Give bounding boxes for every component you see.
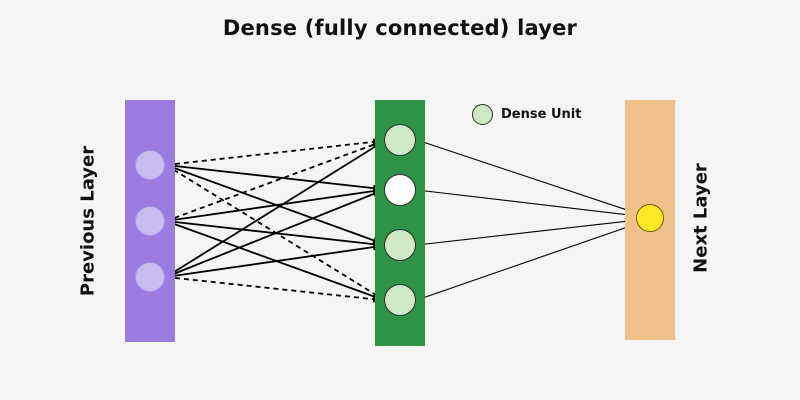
- arrow-p1-g3: [165, 164, 382, 244]
- arrow-p3-g1: [165, 142, 382, 278]
- previous-to-dense-arrows: [165, 138, 382, 303]
- arrow-p3-g3: [165, 243, 382, 278]
- arrow-p2-g3: [165, 220, 382, 248]
- previous-layer-label: Previous Layer: [77, 145, 99, 297]
- dense-to-next-lines: [416, 139, 640, 301]
- next-layer-label: Next Layer: [690, 163, 712, 273]
- arrow-p1-g2: [165, 164, 382, 192]
- previous-node-3: [135, 262, 165, 292]
- legend: Dense Unit: [472, 104, 581, 125]
- arrow-p1-g4: [165, 164, 382, 299]
- diagram-title: Dense (fully connected) layer: [222, 16, 578, 40]
- arrow-p3-g4: [165, 276, 382, 303]
- dense-node-2-highlighted: [384, 174, 416, 206]
- next-node-1: [636, 204, 664, 232]
- dense-node-3: [384, 229, 416, 261]
- dense-node-4: [384, 284, 416, 316]
- arrow-p2-g1: [165, 141, 382, 222]
- line-g4-y1: [416, 222, 640, 301]
- line-g3-y1: [416, 219, 639, 246]
- legend-label: Dense Unit: [501, 107, 582, 122]
- line-g2-y1: [416, 189, 639, 217]
- dense-unit-swatch-icon: [472, 104, 493, 125]
- line-g1-y1: [416, 139, 640, 215]
- dense-node-1: [384, 124, 416, 156]
- arrow-p1-g1: [165, 138, 382, 166]
- previous-node-1: [135, 150, 165, 180]
- previous-node-2: [135, 206, 165, 236]
- arrow-p2-g4: [165, 220, 382, 300]
- arrow-p2-g2: [165, 187, 382, 222]
- arrow-p3-g2: [165, 190, 382, 278]
